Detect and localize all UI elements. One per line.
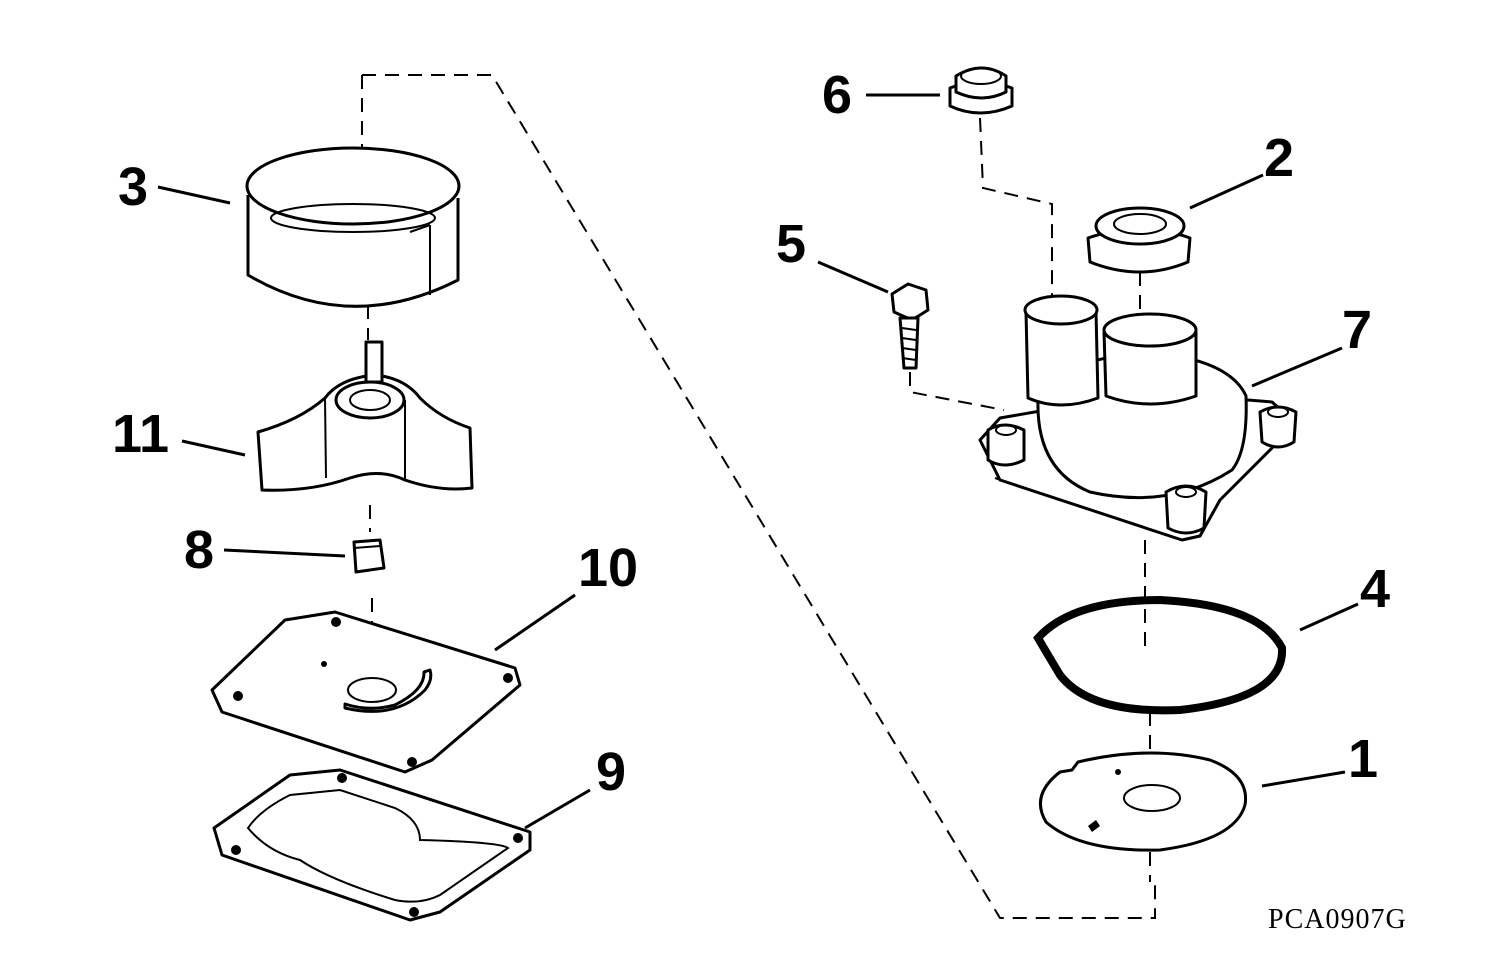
dash-6-7 — [979, 117, 1053, 300]
wear-plate — [1038, 751, 1248, 852]
assembly-dashed-line — [361, 74, 1156, 919]
callout-9: 9 — [596, 742, 626, 802]
callout-8: 8 — [184, 520, 214, 580]
callout-1: 1 — [1348, 729, 1378, 789]
callout-6: 6 — [822, 65, 852, 125]
o-ring — [1033, 595, 1287, 715]
callout-7: 7 — [1342, 300, 1372, 360]
dash-5-7 — [909, 372, 1005, 411]
figure-code: PCA0907G — [1268, 904, 1407, 935]
pump-housing — [978, 294, 1298, 542]
leader-lines — [157, 93, 1359, 830]
grommet — [948, 66, 1014, 115]
callout-11: 11 — [112, 404, 169, 464]
callout-5: 5 — [776, 214, 806, 274]
seal — [1086, 206, 1192, 274]
callout-10: 10 — [578, 538, 638, 598]
impeller-key — [352, 538, 386, 574]
callout-2: 2 — [1264, 128, 1294, 188]
impeller-plate — [210, 610, 522, 774]
impeller-plate-gasket — [212, 768, 532, 922]
impeller — [256, 340, 474, 492]
callout-4: 4 — [1360, 559, 1390, 619]
impeller-housing-liner — [245, 146, 461, 308]
screw — [890, 282, 930, 370]
callout-3: 3 — [118, 157, 148, 217]
